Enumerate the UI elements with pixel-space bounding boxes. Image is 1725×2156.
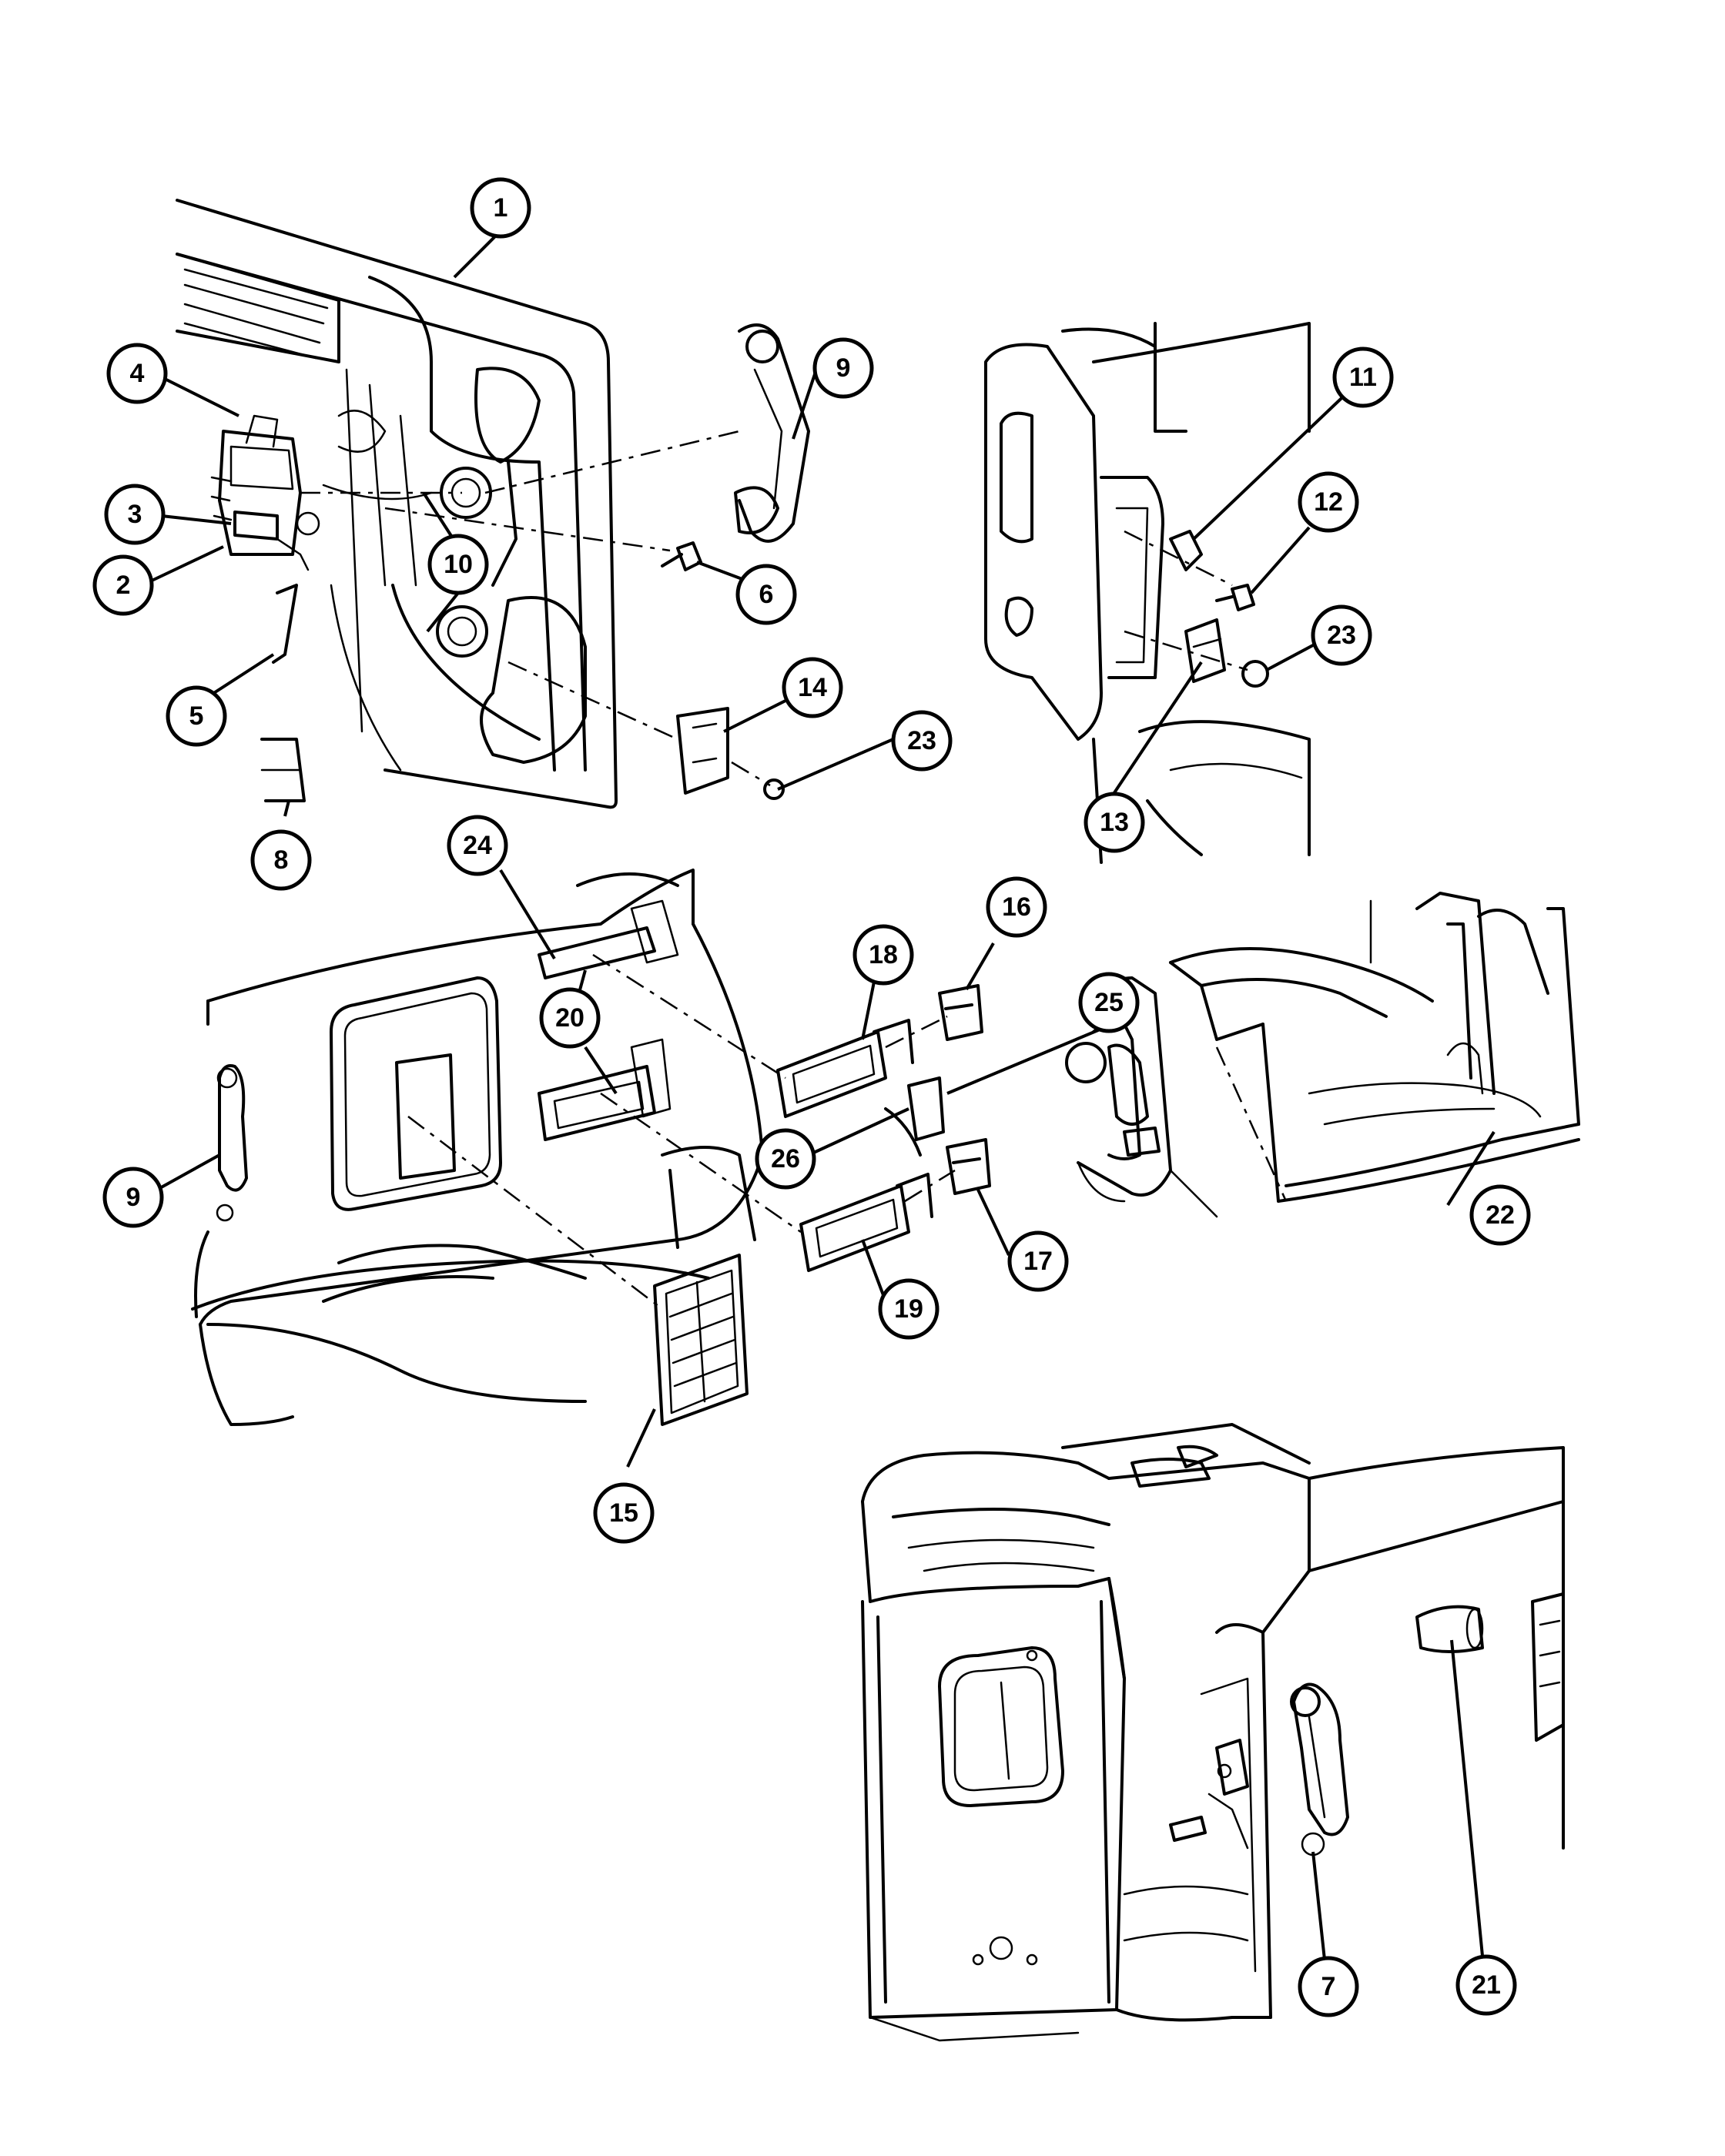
callout-label: 15: [609, 1498, 638, 1528]
pressure-relief-vent: [653, 1254, 749, 1426]
latch-rod: [272, 584, 298, 664]
callout-6: 6: [735, 564, 797, 625]
callout-label: 3: [128, 500, 142, 529]
tailgate-panel-view: [176, 199, 618, 809]
callout-label: 26: [771, 1144, 800, 1173]
callout-17: 17: [1007, 1230, 1069, 1292]
callout-label: 5: [189, 701, 204, 731]
callout-label: 21: [1472, 1970, 1501, 2000]
assembly-line-25: [1215, 1046, 1288, 1202]
callout-label: 23: [1327, 621, 1356, 650]
callout-14: 14: [782, 657, 843, 718]
callout-2: 2: [92, 554, 154, 616]
callout-25: 25: [1078, 972, 1140, 1033]
hinge-upper: [776, 1019, 914, 1118]
callout-label: 9: [836, 353, 851, 383]
callout-3: 3: [104, 484, 166, 545]
callout-4: 4: [106, 343, 168, 404]
callout-label: 14: [798, 673, 827, 702]
bracket-8: [260, 738, 306, 802]
callout-21: 21: [1455, 1954, 1517, 2016]
callout-label: 16: [1002, 892, 1031, 922]
latch-assembly: [210, 410, 433, 571]
callout-label: 1: [494, 193, 508, 223]
callout-1: 1: [470, 177, 531, 239]
callout-9-bottom: 9: [102, 1167, 164, 1228]
shim-upper: [938, 984, 983, 1041]
tailgate-assembly-view: [1065, 892, 1580, 1218]
body-side-view: [984, 322, 1311, 864]
bolt-12: [1215, 584, 1255, 611]
callout-22: 22: [1469, 1184, 1531, 1246]
body-rear-panel: [191, 869, 764, 1426]
callout-8: 8: [250, 829, 312, 891]
callout-23-right: 23: [1311, 604, 1372, 666]
callout-16: 16: [986, 876, 1047, 938]
callout-label: 20: [555, 1003, 584, 1033]
callout-label: 12: [1314, 487, 1343, 517]
callout-9-top: 9: [812, 337, 874, 399]
body-rear-corner-view: [861, 1423, 1565, 2042]
callout-18: 18: [852, 924, 914, 986]
callout-label: 8: [274, 845, 289, 875]
callout-label: 19: [894, 1294, 923, 1324]
callout-13: 13: [1084, 792, 1145, 853]
callout-label: 17: [1023, 1247, 1053, 1276]
callout-23-left: 23: [891, 710, 953, 772]
callout-12: 12: [1298, 471, 1359, 533]
callout-label: 6: [759, 580, 774, 609]
callout-label: 2: [116, 571, 131, 600]
callout-label: 4: [130, 359, 145, 388]
shim-lower: [946, 1138, 991, 1195]
callout-5: 5: [166, 685, 227, 747]
callout-label: 7: [1321, 1972, 1336, 2001]
callout-10: 10: [427, 534, 489, 595]
tailgate-bumper: [676, 707, 785, 800]
callout-label: 23: [907, 726, 936, 755]
callout-11: 11: [1332, 346, 1394, 408]
nut-23-right: [1241, 660, 1269, 688]
callout-7: 7: [1298, 1956, 1359, 2017]
callout-label: 13: [1100, 808, 1129, 837]
callout-24: 24: [447, 815, 508, 876]
part-26: [884, 1076, 945, 1157]
callout-15: 15: [593, 1482, 655, 1544]
callout-20: 20: [539, 987, 601, 1049]
callout-19: 19: [878, 1278, 940, 1340]
callout-label: 22: [1486, 1200, 1515, 1230]
callout-label: 18: [869, 940, 898, 969]
hinge-lower: [799, 1173, 933, 1272]
inside-handle-top: [734, 323, 810, 543]
callout-26: 26: [755, 1128, 816, 1190]
callout-label: 24: [463, 831, 492, 860]
callout-label: 25: [1094, 988, 1124, 1017]
callout-label: 11: [1349, 363, 1377, 392]
bolt-6: [661, 541, 702, 571]
check-strap: [1169, 530, 1226, 683]
callout-label: 10: [444, 550, 473, 579]
callout-label: 9: [126, 1183, 141, 1212]
